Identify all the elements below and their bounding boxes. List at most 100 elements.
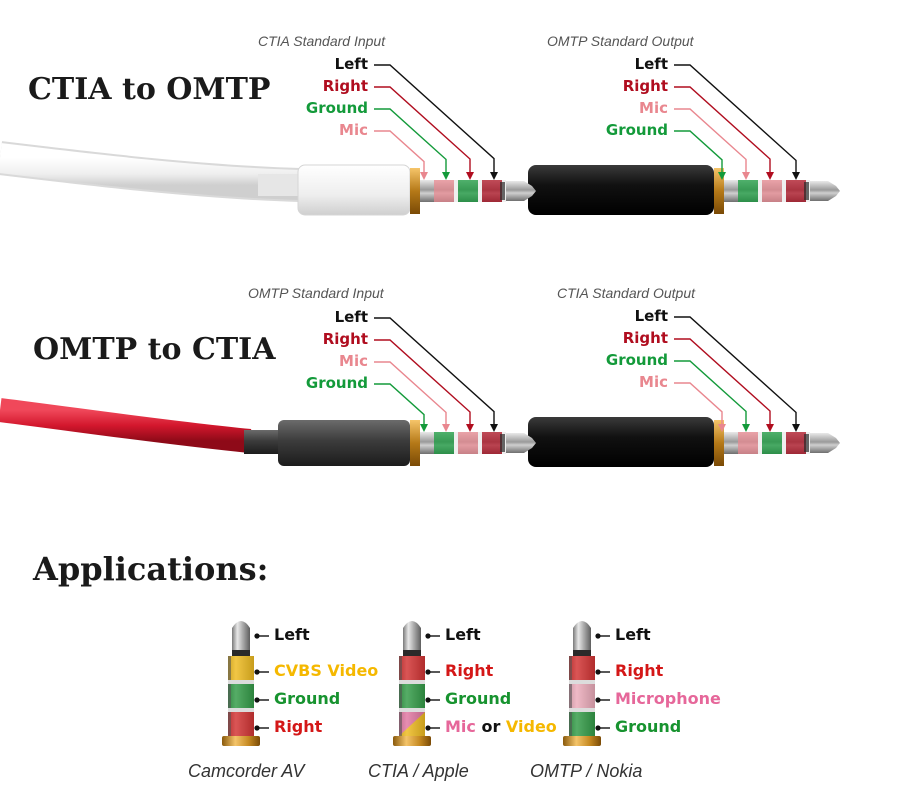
app-leader-dot-0-1 <box>254 669 260 675</box>
white-strain-relief <box>258 174 302 196</box>
section-title-omtp-to-ctia: OMTP to CTIA <box>33 332 276 367</box>
omtp-output-leader-ground <box>674 130 723 174</box>
app-label-part: Microphone <box>615 689 721 708</box>
camcorder-plug-ring-edge <box>228 684 231 708</box>
ctia-output-leader-mic <box>674 382 723 426</box>
app-label-1-1: Right <box>445 661 493 680</box>
app-label-part: Video <box>500 717 557 736</box>
omtp-input-plug-sleeve <box>420 432 434 454</box>
app-label-part: Ground <box>274 689 341 708</box>
camcorder-plug-ring-2 <box>228 684 254 708</box>
app-label-0-0: Left <box>274 625 310 644</box>
omtp-input-label-left: Left <box>334 308 368 326</box>
ctia-input-leader-right <box>374 86 471 174</box>
omtp-input-plug-gold-collar <box>410 420 420 466</box>
omtp-plug-ring-shine <box>569 656 595 680</box>
omtp-plug-ring-shine <box>569 684 595 708</box>
app-label-2-2: Microphone <box>615 689 721 708</box>
omtp-output-label-right: Right <box>622 77 668 95</box>
ctia-plug-tip-insulator <box>403 650 421 656</box>
ctia-output-label-mic: Mic <box>639 373 668 391</box>
ctia-plug-ring-2 <box>399 684 425 708</box>
ctia-output-plug-ring-shine-1 <box>738 432 758 454</box>
adapter-2-housing <box>528 417 714 467</box>
omtp-output-plug-tip-point <box>828 181 840 201</box>
app-label-0-1: CVBS Video <box>274 661 378 680</box>
app-label-0-2: Ground <box>274 689 340 708</box>
ctia-input-plug-ring-shine-2 <box>458 180 478 202</box>
ctia-output-label-left: Left <box>634 307 668 325</box>
ctia-output-heading: CTIA Standard Output <box>557 285 695 301</box>
omtp-input-label-right: Right <box>322 330 368 348</box>
omtp-output-arrow-left <box>792 172 800 180</box>
omtp-input-leader-right <box>374 339 471 426</box>
omtp-input-leader-left <box>374 317 495 426</box>
app-label-0-3: Right <box>274 717 322 736</box>
omtp-output-leader-left <box>674 64 797 174</box>
ctia-output-plug-insulator-1 <box>758 432 762 454</box>
omtp-input-leader-ground <box>374 383 425 426</box>
omtp-output-plug-insulator-1 <box>758 180 762 202</box>
camcorder-plug-tip <box>232 621 250 650</box>
app-leader-dot-0-2 <box>254 697 260 703</box>
omtp-output-leader-right <box>674 86 771 174</box>
camcorder-plug-separator-2 <box>228 708 254 712</box>
omtp-input-plug-tip-point <box>524 433 536 453</box>
caption-omtp-nokia: OMTP / Nokia <box>530 761 643 781</box>
omtp-output-arrow-mic <box>742 172 750 180</box>
ctia-output-plug-insulator-2 <box>782 432 786 454</box>
ctia-plug-ring-shine <box>399 712 425 736</box>
camcorder-plug-ring-shine <box>228 684 254 708</box>
section-title-ctia-to-omtp: CTIA to OMTP <box>28 72 271 107</box>
omtp-input-label-ground: Ground <box>305 374 368 392</box>
omtp-output-plug-ring-shine-3 <box>786 180 806 202</box>
app-label-part: Right <box>445 661 494 680</box>
app-label-part: Left <box>274 625 310 644</box>
omtp-input-arrow-mic <box>442 424 450 432</box>
adapter-1-housing <box>528 165 714 215</box>
ctia-plug-tip <box>403 621 421 650</box>
ctia-plug-separator-2 <box>399 708 425 712</box>
omtp-output-arrow-right <box>766 172 774 180</box>
app-label-1-3: Mic or Video <box>445 717 557 736</box>
omtp-plug-ring-1 <box>569 656 595 680</box>
ctia-input-leader-left <box>374 64 495 174</box>
omtp-output-leader-mic <box>674 108 747 174</box>
omtp-input-plug-ring-shine-3 <box>482 432 502 454</box>
ctia-input-plug-gold-collar <box>410 168 420 214</box>
omtp-input-label-mic: Mic <box>339 352 368 370</box>
omtp-plug-ring-edge <box>569 684 572 708</box>
app-leader-dot-1-1 <box>425 669 431 675</box>
white-cable <box>0 143 301 200</box>
camcorder-plug-gold-base <box>222 736 260 746</box>
ctia-input-plug-tip-point <box>524 181 536 201</box>
omtp-output-heading: OMTP Standard Output <box>547 33 694 49</box>
ctia-output-plug-gold-collar <box>714 420 724 466</box>
app-label-part: Ground <box>615 717 682 736</box>
ctia-output-arrow-ground <box>742 424 750 432</box>
ctia-output-leader-right <box>674 338 771 426</box>
caption-camcorder-av: Camcorder AV <box>188 761 305 781</box>
omtp-plug-tip <box>573 621 591 650</box>
ctia-output-leader-left <box>674 316 797 426</box>
omtp-plug-tip-insulator <box>573 650 591 656</box>
omtp-plug-ring-3 <box>569 712 595 736</box>
ctia-output-label-right: Right <box>622 329 668 347</box>
ctia-plug-ring-1 <box>399 656 425 680</box>
omtp-input-leader-mic <box>374 361 447 426</box>
app-label-part: Right <box>274 717 323 736</box>
omtp-output-label-ground: Ground <box>605 121 668 139</box>
omtp-input-arrow-right <box>466 424 474 432</box>
ctia-input-plug-tip-notch <box>500 182 505 200</box>
camcorder-plug-ring-1 <box>228 656 254 680</box>
omtp-input-arrow-ground <box>420 424 428 432</box>
ctia-output-plug-ring-shine-2 <box>762 432 782 454</box>
app-label-part: Ground <box>445 689 512 708</box>
app-leader-dot-2-3 <box>595 725 601 731</box>
ctia-output-arrow-left <box>792 424 800 432</box>
camcorder-plug-ring-shine <box>228 712 254 736</box>
app-label-part: or <box>475 717 501 736</box>
app-label-1-0: Left <box>445 625 481 644</box>
omtp-input-plug-tip-body <box>506 433 524 453</box>
ctia-plug-ring-shine <box>399 684 425 708</box>
